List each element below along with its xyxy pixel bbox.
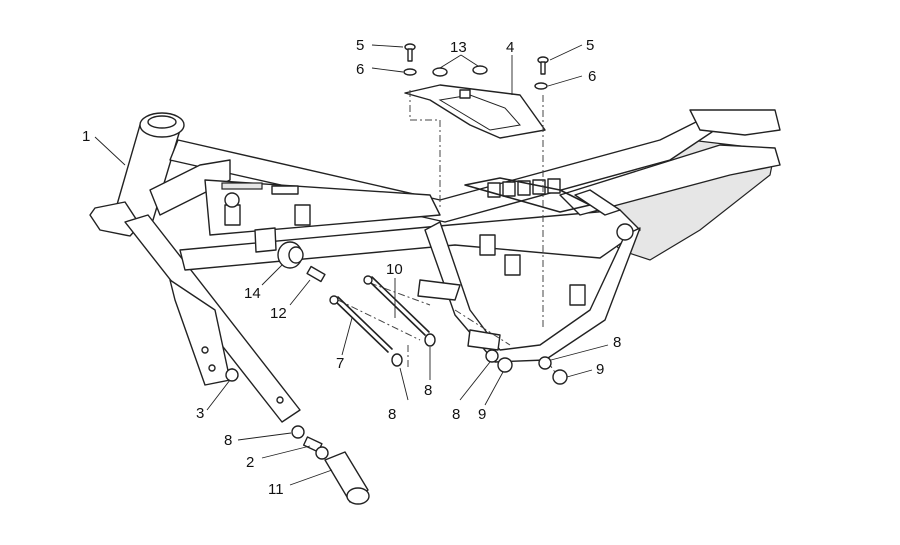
rear-loop-tube — [424, 221, 641, 363]
callout-9-b: 9 — [596, 361, 604, 378]
callout-8-c: 8 — [452, 406, 460, 423]
callout-14: 14 — [244, 285, 261, 302]
screw-5-left — [404, 43, 416, 62]
callout-6-left: 6 — [356, 61, 364, 78]
callout-8-d: 8 — [613, 334, 621, 351]
nut-9-b — [552, 369, 568, 385]
fasteners — [225, 43, 568, 505]
nut-3 — [225, 368, 239, 382]
callout-8-a: 8 — [388, 406, 396, 423]
cap-11 — [324, 451, 370, 505]
washer-6-right — [534, 82, 548, 90]
screw-5-right — [537, 56, 549, 75]
callout-4: 4 — [506, 39, 514, 56]
callout-12: 12 — [270, 305, 287, 322]
part-4-plate — [404, 84, 546, 139]
grommet-13-a — [432, 67, 448, 77]
callout-labels: 1 2 3 4 5 5 6 6 7 8 8 8 8 8 9 9 10 11 12… — [82, 37, 621, 498]
long-bolt-10 — [363, 275, 430, 336]
callout-3: 3 — [196, 405, 204, 422]
washer-6-left — [403, 68, 417, 76]
callout-5-right: 5 — [586, 37, 594, 54]
grommet-13-b — [472, 65, 488, 75]
screw-12 — [306, 265, 326, 283]
long-bolt-7 — [329, 295, 393, 353]
callout-2: 2 — [246, 454, 254, 471]
down-tube-bracket — [169, 279, 231, 386]
washer-8-c — [485, 349, 499, 363]
callout-7: 7 — [336, 355, 344, 372]
bush-14 — [277, 241, 304, 269]
callout-1: 1 — [82, 128, 90, 145]
washer-8-d — [538, 356, 552, 370]
seat-rail — [559, 144, 781, 216]
callout-11: 11 — [268, 481, 284, 498]
engine-mount-brackets — [224, 192, 586, 351]
washer-8-b — [424, 333, 436, 347]
callout-10: 10 — [386, 261, 403, 278]
backbone-studs — [221, 182, 299, 195]
center-bracket — [464, 177, 591, 213]
backbone-plate — [204, 179, 441, 236]
head-tube-bottom — [89, 201, 141, 237]
callout-13: 13 — [450, 39, 467, 56]
head-tube-bore — [147, 115, 177, 129]
callout-8-b: 8 — [424, 382, 432, 399]
main-frame — [89, 109, 781, 423]
washer-8-e — [291, 425, 305, 439]
callout-6-right: 6 — [588, 68, 596, 85]
rear-plate — [689, 109, 781, 136]
head-gusset — [149, 159, 231, 216]
leader-lines — [94, 44, 609, 486]
nut-9-a — [497, 357, 513, 373]
washer-8-a — [391, 353, 403, 367]
cross-bracket — [574, 189, 621, 216]
callout-5-left: 5 — [356, 37, 364, 54]
callout-9-a: 9 — [478, 406, 486, 423]
callout-8-e: 8 — [224, 432, 232, 449]
